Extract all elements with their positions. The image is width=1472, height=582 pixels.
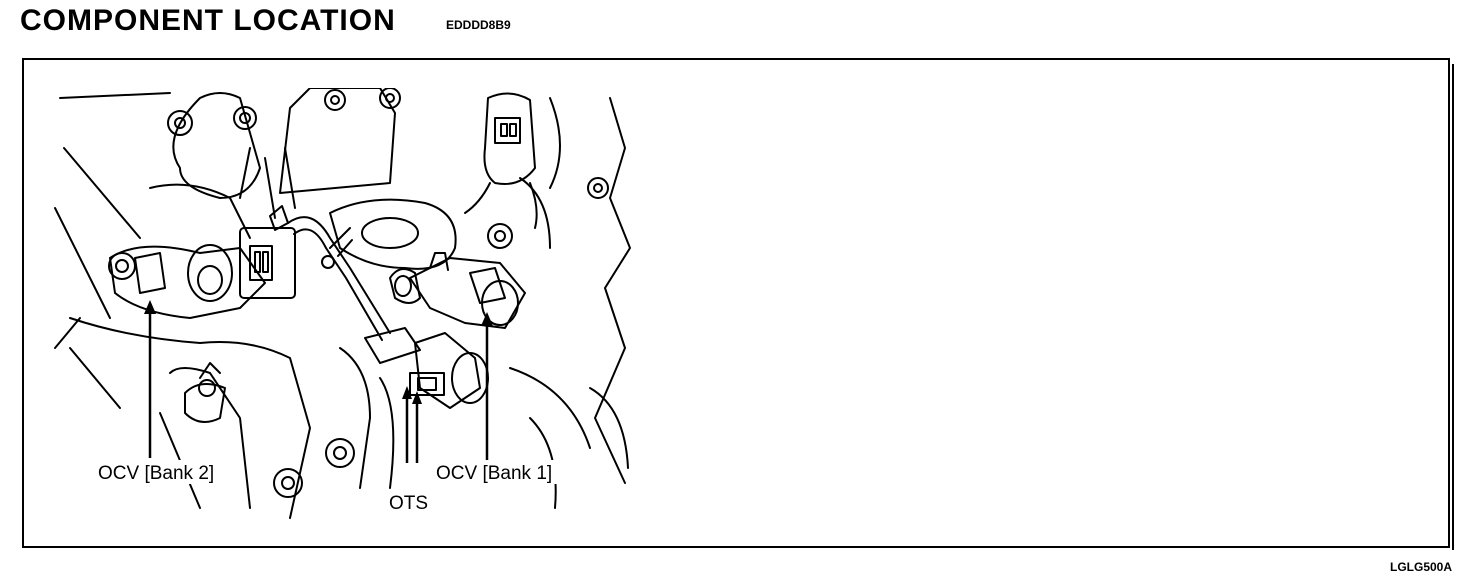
page-title: COMPONENT LOCATION bbox=[20, 4, 396, 37]
label-ocv-bank1: OCV [Bank 1] bbox=[436, 463, 552, 484]
figure-id: LGLG500A bbox=[1389, 560, 1452, 574]
label-bg-ots bbox=[386, 490, 436, 514]
label-ots: OTS bbox=[389, 493, 428, 514]
figure-frame bbox=[22, 58, 1454, 550]
engine-linework bbox=[54, 88, 631, 519]
leader-arrows bbox=[148, 308, 489, 463]
engine-illustration: OCV [Bank 2] OCV [Bank 1] OTS bbox=[54, 88, 631, 519]
label-ocv-bank2: OCV [Bank 2] bbox=[98, 463, 214, 484]
label-bg-ocv-bank2 bbox=[95, 460, 243, 484]
section-code: EDDDD8B9 bbox=[446, 18, 511, 32]
label-bg-ocv-bank1 bbox=[433, 460, 581, 484]
arrow-heads bbox=[144, 300, 493, 404]
